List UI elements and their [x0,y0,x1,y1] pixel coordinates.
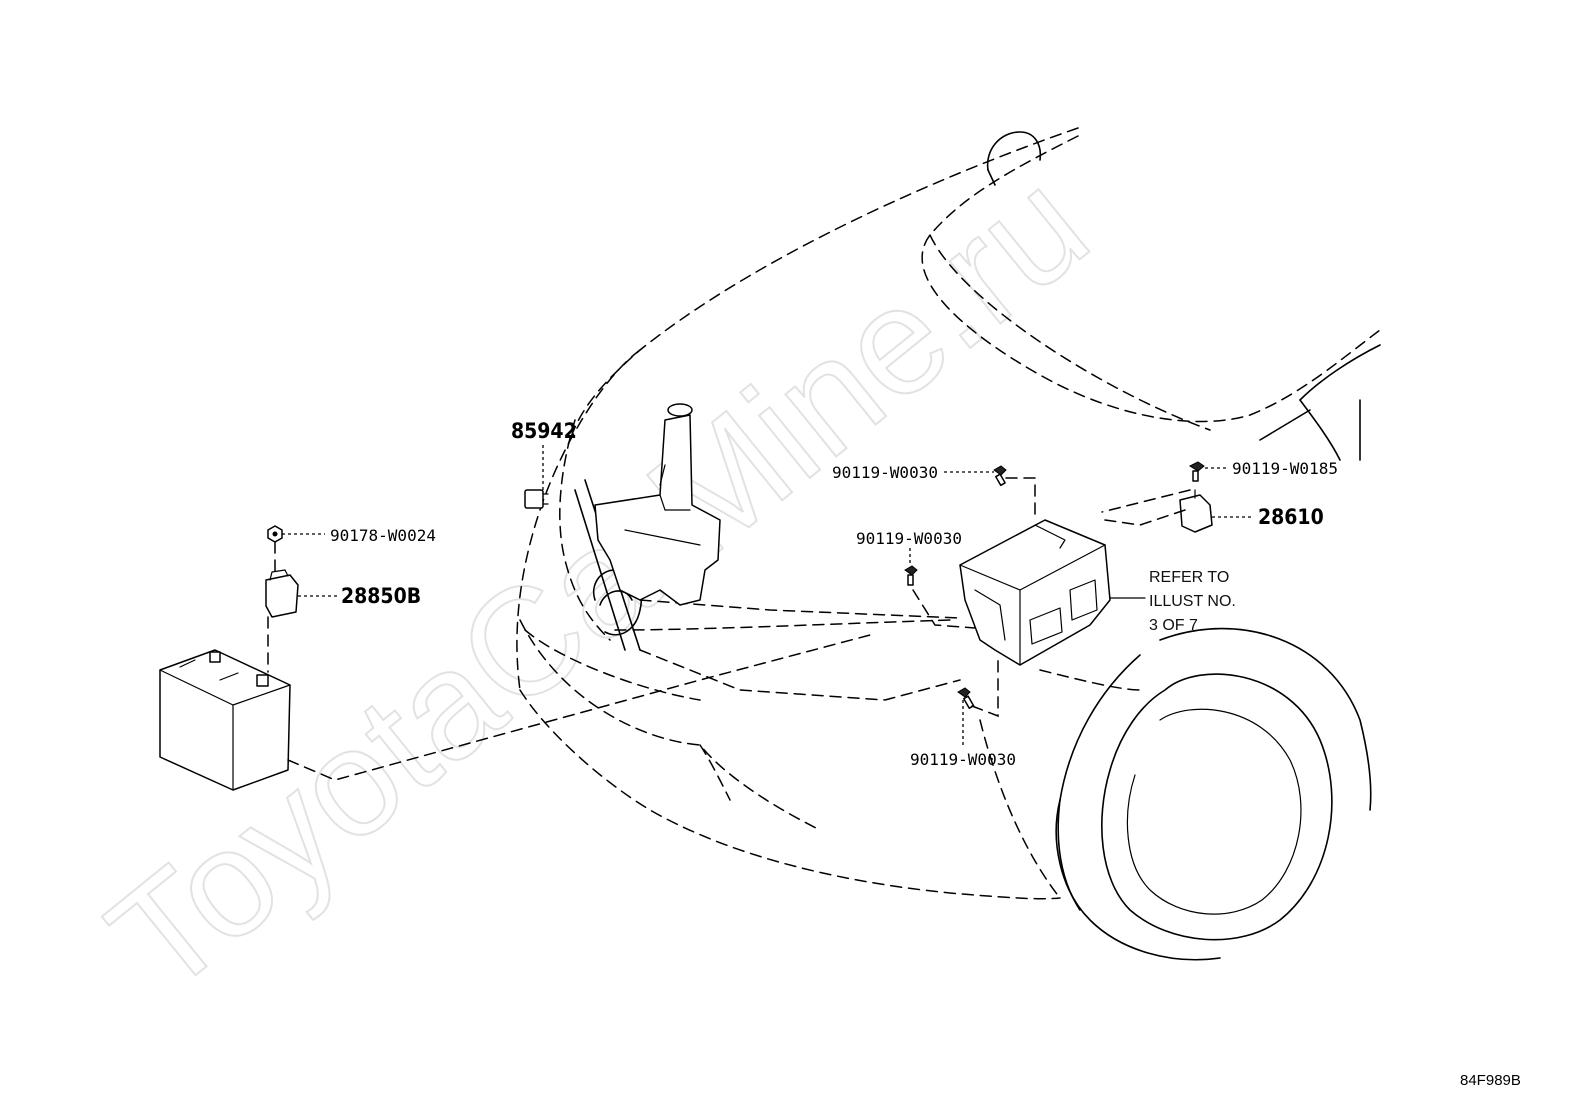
callout-90119-W0030-top: 90119-W0030 [832,463,938,482]
battery [159,649,291,791]
callout-90119-W0030-mid: 90119-W0030 [856,529,962,548]
refer-note-line1: REFER TO [1149,569,1229,586]
callout-90178-W0024: 90178-W0024 [330,526,436,545]
part-28850B [265,569,299,618]
nut-90178-W0024 [267,525,283,543]
car-body [516,127,1381,961]
part-28610 [1179,489,1213,533]
leader-lines [267,445,1254,781]
callout-90119-W0185: 90119-W0185 [1232,459,1338,478]
bolt-90119-W0185 [1188,461,1205,482]
refer-note-line2: ILLUST NO. [1149,593,1236,610]
callout-90119-W0030-bottom: 90119-W0030 [910,750,1016,769]
washer-tank [594,403,721,606]
bolt-90119-W0030-mid [904,565,918,586]
bolt-90119-W0030-top [993,465,1007,487]
part-85942 [524,489,549,509]
callout-85942: 85942 [511,419,577,443]
diagram-code: 84F989B [1460,1072,1521,1089]
callout-28850B: 28850B [341,584,421,608]
callout-28610: 28610 [1258,505,1324,529]
refer-note-line3: 3 OF 7 [1149,617,1198,634]
bolt-90119-W0030-bottom [957,687,975,709]
fuse-relay-box [959,519,1111,666]
